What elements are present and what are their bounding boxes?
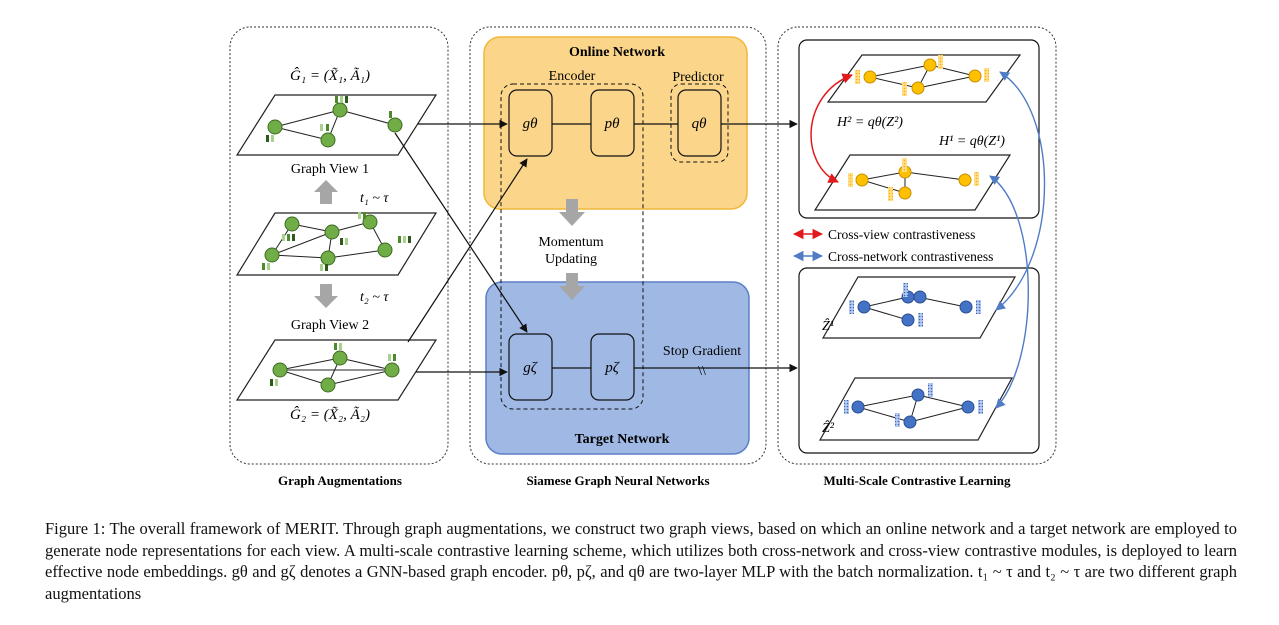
view2-label: Graph View 2 — [291, 318, 369, 333]
cross-network-arrow-1 — [995, 71, 1046, 311]
p-theta-label: pθ — [604, 116, 621, 132]
augmentations-title: Graph Augmentations — [278, 473, 402, 488]
contrastive-panel — [777, 26, 1057, 465]
z2-plane — [818, 377, 1014, 441]
augment-arrow-up — [314, 180, 338, 204]
cross-network-arrow-2 — [989, 175, 1029, 409]
p-zeta-box — [590, 333, 635, 401]
encoder-dashed-box — [500, 83, 644, 410]
graph-view-2 — [235, 339, 438, 401]
z2-label: Ẑ² — [822, 419, 835, 436]
legend-cross-network-label: Cross-network contrastiveness — [828, 249, 993, 264]
stop-gradient-mark: \\ — [698, 364, 706, 379]
momentum-arrow-2 — [559, 273, 585, 300]
view1-to-g-zeta — [394, 132, 528, 333]
q-theta-box — [677, 89, 722, 157]
caption-text: Figure 1: The overall framework of MERIT… — [45, 519, 1237, 603]
h1-label: H¹ = qθ(Z¹) — [938, 134, 1005, 149]
q-theta-label: qθ — [692, 116, 708, 132]
encoder-label: Encoder — [549, 69, 596, 84]
online-network-label: Online Network — [569, 45, 665, 60]
predictor-label: Predictor — [672, 70, 724, 85]
graph-view-1 — [235, 94, 438, 156]
view1-math: Ĝ₁ = (X̃₁, Ã₁) — [290, 67, 370, 84]
p-zeta-label: pζ — [604, 360, 620, 376]
view1-label: Graph View 1 — [291, 162, 369, 177]
original-graph — [235, 212, 438, 276]
h1-plane — [813, 154, 1012, 211]
augment-arrow-down — [314, 284, 338, 308]
figure-caption: Figure 1: The overall framework of MERIT… — [45, 518, 1237, 604]
siamese-title: Siamese Graph Neural Networks — [526, 473, 709, 488]
z1-plane — [821, 276, 1017, 339]
momentum-label-2: Updating — [545, 252, 597, 267]
cross-view-arrow — [810, 73, 853, 183]
g-zeta-label: gζ — [523, 360, 538, 376]
h2-label: H² = qθ(Z²) — [836, 115, 903, 130]
target-network-label: Target Network — [575, 432, 670, 447]
g-theta-box — [508, 89, 553, 157]
p-theta-box — [590, 89, 635, 157]
aug2-label: t₂ ~ τ — [360, 290, 389, 305]
augmentations-panel — [229, 26, 449, 465]
h2-plane — [826, 54, 1022, 103]
legend-cross-view-label: Cross-view contrastiveness — [828, 227, 975, 242]
contrastive-title: Multi-Scale Contrastive Learning — [823, 473, 1011, 488]
momentum-label-1: Momentum — [538, 235, 603, 250]
aug1-label: t₁ ~ τ — [360, 191, 389, 206]
framework-diagram: Ĝ₁ = (X̃₁, Ã₁) Graph View 1 t₁ ~ τ t₂ ~ … — [229, 26, 1057, 488]
view2-to-g-theta — [407, 158, 528, 343]
z1-label: Ẑ¹ — [822, 317, 834, 334]
g-zeta-box — [508, 333, 553, 401]
momentum-arrow-1 — [559, 199, 585, 226]
view2-math: Ĝ₂ = (X̃₂, Ã₂) — [290, 406, 370, 423]
stop-gradient-label: Stop Gradient — [663, 344, 741, 359]
g-theta-label: gθ — [523, 116, 539, 132]
